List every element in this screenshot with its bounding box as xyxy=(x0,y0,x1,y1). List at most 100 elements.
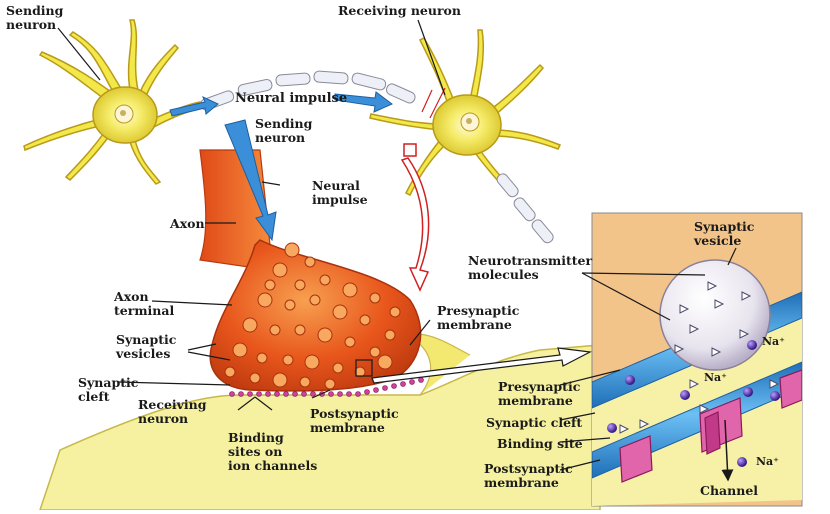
binding-site-dot xyxy=(328,391,334,397)
label-sending-neuron-top: Sending neuron xyxy=(6,3,64,32)
label-synaptic-cleft-left: Synaptic cleft xyxy=(78,375,139,404)
neurotransmitter-molecule xyxy=(707,281,718,291)
neurotransmitter-molecule xyxy=(739,329,750,339)
label-postsynaptic-membrane-inset: Postsynaptic membrane xyxy=(484,461,573,490)
binding-site-dot xyxy=(292,391,298,397)
vesicle xyxy=(284,299,296,311)
vesicle xyxy=(282,354,294,366)
sodium-ion xyxy=(770,391,780,401)
sodium-ion xyxy=(737,457,747,467)
binding-site-dot xyxy=(310,391,316,397)
binding-site-dot xyxy=(337,391,343,397)
neurotransmitter-molecule xyxy=(674,344,685,354)
binding-site-dot xyxy=(355,391,361,397)
vesicle xyxy=(224,366,236,378)
vesicle xyxy=(242,317,258,333)
neurotransmitter-molecule xyxy=(741,291,752,301)
label-na-1: Na⁺ xyxy=(762,335,785,348)
vesicle xyxy=(354,366,366,378)
label-neural-impulse-mid: Neural impulse xyxy=(312,178,368,207)
vesicle xyxy=(384,329,396,341)
binding-site-dot xyxy=(409,379,415,385)
vesicle xyxy=(264,279,276,291)
leader-lines xyxy=(57,19,737,481)
label-axon: Axon xyxy=(170,216,205,231)
sodium-ion xyxy=(625,375,635,385)
vesicle xyxy=(299,376,311,388)
binding-site-dot xyxy=(247,391,253,397)
vesicle xyxy=(342,282,358,298)
inset-arrow xyxy=(371,347,592,384)
synapse-inset xyxy=(591,212,803,507)
neurotransmitter-molecule xyxy=(689,324,700,334)
binding-site-dot xyxy=(364,389,370,395)
binding-site-dot xyxy=(418,377,424,383)
neurotransmitter-molecule xyxy=(679,304,690,314)
zoom-arrow xyxy=(400,157,430,292)
label-axon-terminal: Axon terminal xyxy=(114,289,175,318)
label-presynaptic-membrane-mid: Presynaptic membrane xyxy=(437,303,520,332)
binding-site-dot xyxy=(346,391,352,397)
label-binding-sites: Binding sites on ion channels xyxy=(228,430,318,473)
zoom-box-mid xyxy=(355,359,373,377)
neurotransmitter-molecule xyxy=(689,379,700,389)
vesicle xyxy=(272,372,288,388)
binding-site-dot xyxy=(382,385,388,391)
vesicle xyxy=(256,352,268,364)
vesicle xyxy=(232,342,248,358)
label-na-2: Na⁺ xyxy=(704,371,727,384)
label-receiving-neuron-bottom: Receiving neuron xyxy=(138,397,207,426)
binding-site-dot xyxy=(301,391,307,397)
vesicle xyxy=(249,372,261,384)
sodium-ion xyxy=(680,390,690,400)
label-neurotransmitter-molecules: Neurotransmitter molecules xyxy=(468,253,593,282)
binding-site-dots xyxy=(229,377,424,397)
neurotransmitter-molecule xyxy=(639,419,650,429)
vesicle xyxy=(319,274,331,286)
sodium-ion xyxy=(747,340,757,350)
vesicle xyxy=(317,327,333,343)
binding-site-dot xyxy=(256,391,262,397)
vesicle xyxy=(309,294,321,306)
sodium-ions xyxy=(607,340,780,467)
vesicle xyxy=(294,324,306,336)
vesicle xyxy=(389,306,401,318)
binding-site-dot xyxy=(229,391,235,397)
sodium-ion xyxy=(743,387,753,397)
vesicle xyxy=(324,378,336,390)
vesicle xyxy=(332,362,344,374)
label-postsynaptic-membrane-mid: Postsynaptic membrane xyxy=(310,406,399,435)
vesicle xyxy=(304,354,320,370)
neurotransmitter-molecule xyxy=(619,424,630,434)
vesicle xyxy=(294,279,306,291)
label-receiving-neuron-top: Receiving neuron xyxy=(338,3,461,18)
label-synaptic-vesicle-inset: Synaptic vesicle xyxy=(694,219,755,248)
neurotransmitter-molecules xyxy=(619,281,780,434)
label-na-3: Na⁺ xyxy=(756,455,779,468)
terminal-vesicles xyxy=(224,242,401,390)
vesicle xyxy=(272,262,288,278)
neurotransmitter-molecule xyxy=(711,347,722,357)
label-channel: Channel xyxy=(700,483,759,498)
binding-site-dot xyxy=(391,383,397,389)
vesicle xyxy=(284,242,300,258)
vesicle xyxy=(332,304,348,320)
neural-impulse-top-arrow xyxy=(169,91,393,117)
binding-site-dot xyxy=(283,391,289,397)
receiving-neuron-top xyxy=(369,29,562,244)
binding-site-dot xyxy=(274,391,280,397)
sodium-ion xyxy=(607,423,617,433)
label-presynaptic-membrane-inset: Presynaptic membrane xyxy=(498,379,581,408)
neurotransmitter-molecule xyxy=(714,299,725,309)
binding-site-dot xyxy=(265,391,271,397)
binding-site-dot xyxy=(400,381,406,387)
binding-site-dot xyxy=(373,387,379,393)
binding-site-dot xyxy=(238,391,244,397)
label-synaptic-cleft-inset: Synaptic cleft xyxy=(486,415,583,430)
axon-terminal-mid xyxy=(38,119,601,511)
vesicle xyxy=(304,256,316,268)
vesicle xyxy=(377,354,393,370)
label-neural-impulse-top: Neural impulse xyxy=(235,91,348,106)
